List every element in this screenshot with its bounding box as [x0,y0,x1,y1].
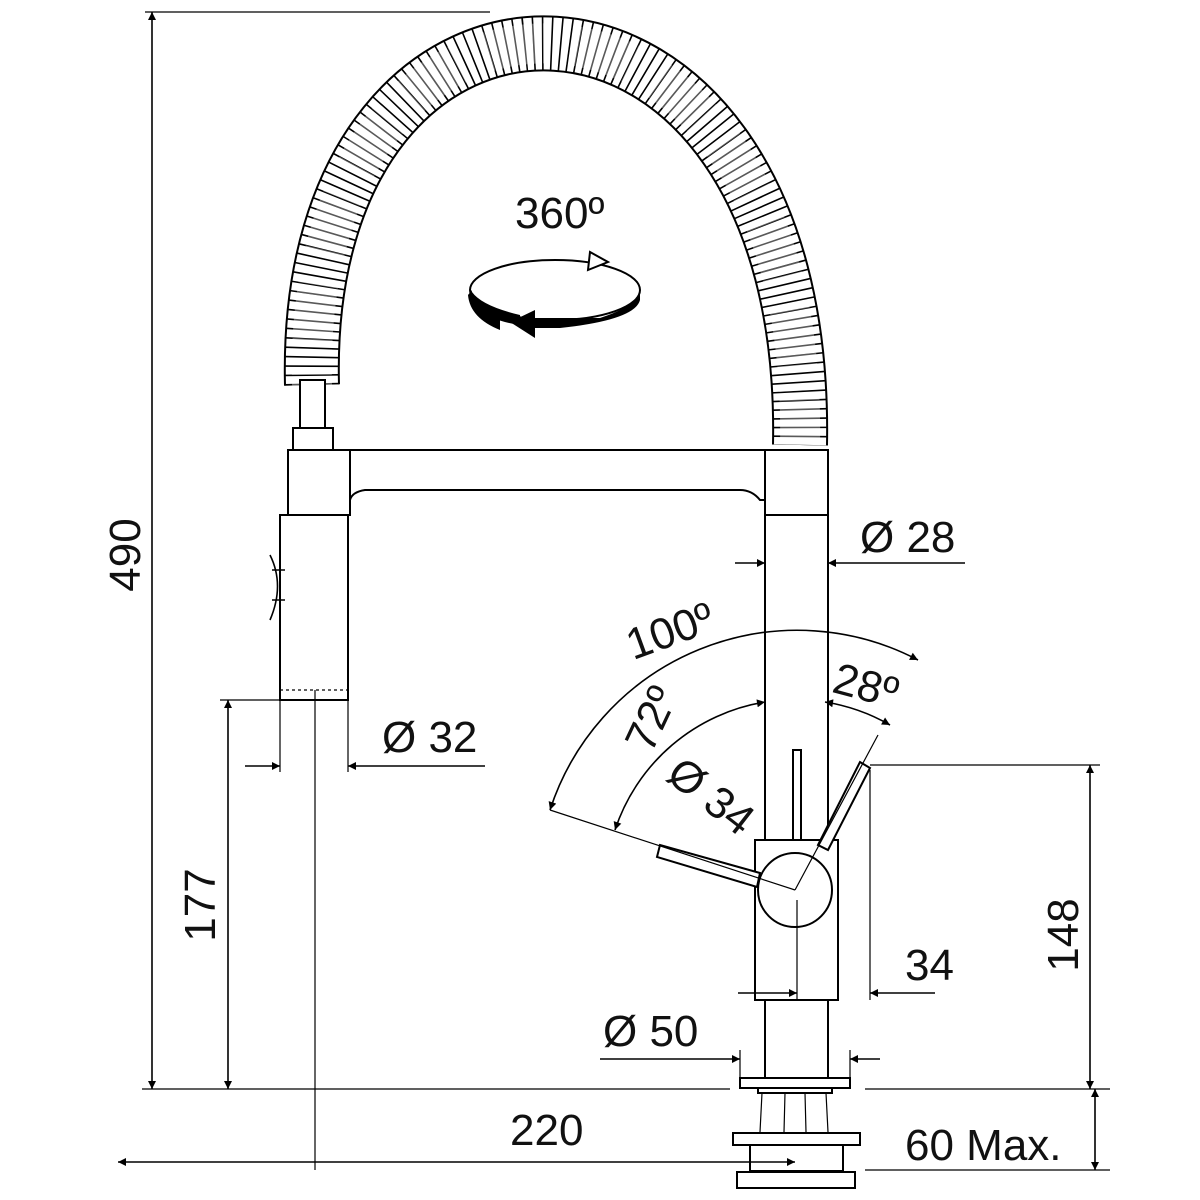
hose-collar [292,427,334,451]
lever-height-label: 148 [1039,898,1088,971]
reach-label: 220 [510,1106,583,1155]
spray-height-label: 177 [176,868,225,941]
hand-spray [269,514,349,701]
rotation-360-icon [468,250,641,338]
lever-diameter-label: Ø 34 [658,748,763,845]
lever-angle-right-label: 28º [828,654,903,718]
mounting-base [732,1077,861,1189]
spout-arm [287,449,829,841]
lever-offset-label: 34 [905,941,954,990]
lever-angle-left-label: 72º [616,679,688,759]
dimension-lines [118,11,1110,1171]
spring-hose [283,15,829,446]
rotation-label: 360º [515,189,604,238]
spray-diameter-label: Ø 32 [382,713,477,762]
spout-diameter-label: Ø 28 [860,513,955,562]
hose-stem [299,379,326,429]
lever-angle-total-label: 100º [620,593,721,670]
deck-thickness-label: 60 Max. [905,1121,1062,1170]
base-diameter-label: Ø 50 [603,1007,698,1056]
height-total-label: 490 [101,518,150,591]
